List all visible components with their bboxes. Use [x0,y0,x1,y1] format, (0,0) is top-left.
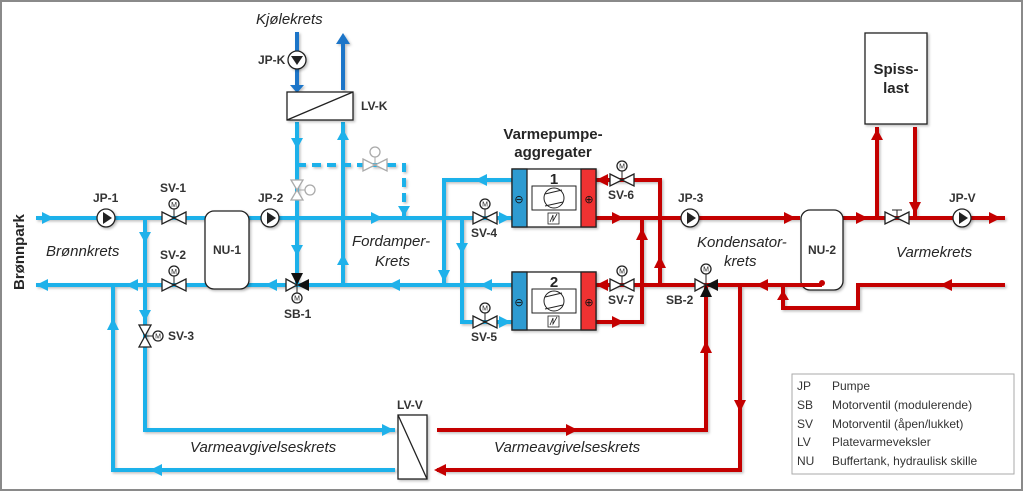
condenser-plus-icon: ⊕ [584,296,593,309]
heat-pump-1-number: 1 [550,171,558,188]
motor-icon: M [482,202,488,209]
label-sv-7: SV-7 [608,293,634,307]
cold-flow-arrows [36,129,511,476]
valve-sv-2[interactable]: M [161,265,187,293]
motor-icon: M [619,164,625,171]
motor-icon: M [171,202,177,209]
pump-jp-v[interactable] [952,208,972,228]
legend-abbr: SV [797,417,813,431]
label-jp-2: JP-2 [258,191,284,205]
evaporator-minus-icon: ⊖ [514,193,523,206]
condenser-plus-icon: ⊕ [584,193,593,206]
evaporator-minus-icon: ⊖ [514,296,523,309]
label-sv-5: SV-5 [471,330,497,344]
legend: JP Pumpe SB Motorventil (modulerende) SV… [791,373,1015,475]
label-jp-v: JP-V [949,191,976,205]
ghost-valve-dashed-bypass [362,146,388,173]
label-sv-3: SV-3 [168,329,194,343]
heat-exchanger-lv-k[interactable] [286,91,354,121]
circuit-label-fordamper-2: Krets [375,253,411,270]
motor-icon: M [619,269,625,276]
pump-jp-1[interactable] [96,208,116,228]
motor-icon: M [171,269,177,276]
legend-abbr: JP [797,379,811,393]
label-sb-1: SB-1 [284,307,312,321]
label-nu-1: NU-1 [213,243,241,257]
pump-jp-k[interactable] [287,50,307,70]
valve-sv-3[interactable]: M [137,324,164,348]
label-nu-2: NU-2 [808,243,836,257]
legend-text: Platevarmeveksler [832,435,931,449]
circuit-label-varmeavgivelse-left: Varmeavgivelseskrets [190,439,337,456]
label-lv-v: LV-V [397,398,423,412]
pump-jp-3[interactable] [680,208,700,228]
label-sb-2: SB-2 [666,293,694,307]
valve-sv-6[interactable]: M [609,160,635,188]
label-sv-2: SV-2 [160,248,186,262]
label-jp-1: JP-1 [93,191,119,205]
label-sv-1: SV-1 [160,181,186,195]
legend-text: Motorventil (åpen/lukket) [832,417,963,431]
heat-pump-2-number: 2 [550,274,558,291]
legend-text: Motorventil (modulerende) [832,398,972,412]
valve-sb-1[interactable]: M [285,273,309,304]
manual-valve-spisslast[interactable] [884,209,910,226]
label-lv-k: LV-K [361,99,388,113]
motor-icon: M [703,267,709,274]
circuit-label-kondensator-1: Kondensator- [697,234,787,251]
motor-icon: M [294,296,300,303]
valve-sv-1[interactable]: M [161,198,187,226]
circuit-label-fordamper-1: Fordamper- [352,233,430,250]
circuit-label-varmekrets: Varmekrets [896,244,973,261]
heat-pump-unit-2[interactable] [511,271,597,331]
heat-exchanger-lv-v[interactable] [397,414,428,480]
legend-text: Buffertank, hydraulisk skille [832,454,978,468]
heat-pumps-title-1: Varmepumpe- [503,126,602,143]
buffer-tank-nu-2[interactable] [800,209,844,291]
pump-jp-2[interactable] [260,208,280,228]
circuit-label-bronnpark: Brønnpark [11,214,28,291]
label-sv-4: SV-4 [471,226,497,240]
peak-load-label-2: last [883,80,909,97]
legend-text: Pumpe [832,379,870,393]
circuit-label-varmeavgivelse-right: Varmeavgivelseskrets [494,439,641,456]
motor-icon: M [155,334,161,341]
motor-icon: M [482,306,488,313]
label-jp-k: JP-K [258,53,286,67]
heat-pumps-title-2: aggregater [514,144,592,161]
buffer-tank-nu-1[interactable] [204,210,250,290]
hot-flow-arrows [434,129,1001,476]
circuit-label-bronnkrets: Brønnkrets [46,243,120,260]
ghost-valve-lv-k-bypass [289,179,316,201]
valve-sv-4[interactable]: M [472,198,498,226]
legend-abbr: LV [797,435,811,449]
circuit-label-kjolekrets: Kjølekrets [256,11,323,28]
heat-pump-unit-1[interactable] [511,168,597,228]
valve-sb-2[interactable]: M [694,263,718,297]
valve-sv-5[interactable]: M [472,302,498,330]
peak-load-unit[interactable] [864,32,928,125]
legend-abbr: NU [797,454,814,468]
circuit-label-kondensator-2: krets [724,253,757,270]
label-jp-3: JP-3 [678,191,704,205]
valve-sv-7[interactable]: M [609,265,635,293]
label-sv-6: SV-6 [608,188,634,202]
legend-abbr: SB [797,398,813,412]
peak-load-label-1: Spiss- [873,61,918,78]
